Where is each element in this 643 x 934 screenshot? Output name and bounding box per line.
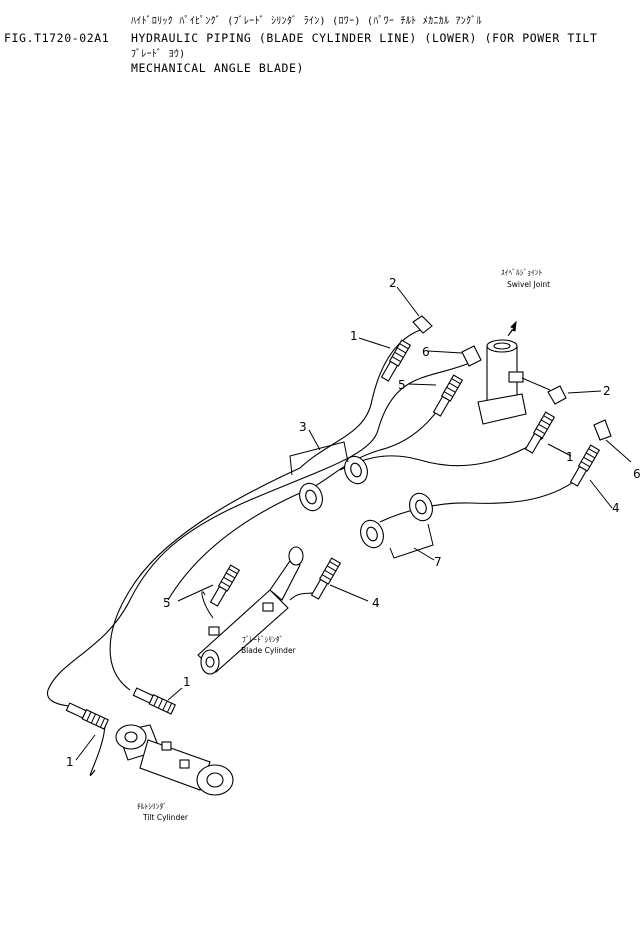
tilt-cylinder-port-1 — [161, 741, 172, 751]
hose-fitting-1-upper — [380, 339, 412, 382]
blade-cylinder-port-rod — [262, 602, 274, 612]
hose-fitting-4-right — [569, 444, 601, 487]
title-english-line-1: HYDRAULIC PIPING (BLADE CYLINDER LINE) (… — [131, 31, 598, 45]
tilt-cylinder — [115, 724, 234, 796]
callout-2-right: 2 — [603, 384, 611, 398]
elbow-6-right — [593, 419, 612, 441]
blade-cylinder-port-head — [208, 626, 220, 636]
callout-1-tilt-upper: 1 — [183, 675, 191, 689]
hose-fitting-5-upper — [432, 374, 464, 417]
component-labels: ｽｲﾍﾞﾙｼﾞｮｲﾝﾄ Swivel Joint ﾌﾞﾚｰﾄﾞｼﾘﾝﾀﾞ Bla… — [137, 268, 550, 822]
hose-right-lower — [379, 472, 586, 523]
callout-4-blade: 4 — [372, 596, 380, 610]
callout-1-tilt-lower: 1 — [66, 755, 74, 769]
tilt-cylinder-barrel — [139, 739, 211, 791]
hose-fitting-4-blade — [310, 557, 342, 600]
hose-swivel-to-tilt-bottom — [46, 361, 473, 707]
leader-lines — [75, 286, 632, 761]
blade-cylinder — [197, 546, 304, 675]
callout-1-right: 1 — [566, 450, 574, 464]
hose-fittings — [65, 339, 601, 730]
title-english-line-2: MECHANICAL ANGLE BLADE) — [131, 61, 305, 75]
hose-tilt-stub — [89, 722, 106, 776]
swivel-joint-base-plate — [477, 393, 527, 425]
hose-fitting-1-tilt-lower — [65, 702, 109, 730]
title-japanese-line-2: ﾌﾞﾚｰﾄﾞ ﾖｳ) — [131, 49, 186, 60]
callout-3: 3 — [299, 420, 307, 434]
swivel-joint-label-en: Swivel Joint — [507, 280, 550, 289]
hose-clamps — [299, 455, 433, 549]
swivel-joint-label-jp: ｽｲﾍﾞﾙｼﾞｮｲﾝﾄ — [501, 268, 542, 277]
callout-6-right: 6 — [633, 467, 641, 481]
elbow-2-right — [547, 385, 567, 405]
blade-cylinder-label-jp: ﾌﾞﾚｰﾄﾞｼﾘﾝﾀﾞ — [242, 635, 283, 644]
hose-fitting-5-blade — [209, 564, 241, 607]
blade-cylinder-rod-eye — [288, 546, 304, 566]
tilt-cylinder-label-jp: ﾁﾙﾄｼﾘﾝﾀﾞ — [137, 802, 167, 811]
callout-7: 7 — [434, 555, 442, 569]
callout-numbers: 1 2 6 5 2 1 6 4 3 7 5 4 1 1 — [66, 276, 641, 769]
hose-fitting-1-tilt-upper — [132, 687, 176, 715]
callout-4-right: 4 — [612, 501, 620, 515]
elbow-6-left — [461, 345, 482, 367]
swivel-joint-arrow — [507, 320, 517, 337]
blade-cylinder-rod — [269, 557, 301, 601]
elbow-fittings — [412, 315, 612, 441]
elbow-2-left — [412, 315, 433, 334]
blade-cylinder-label-en: Blade Cylinder — [241, 646, 297, 655]
title-japanese-line-1: ﾊｲﾄﾞﾛﾘｯｸ ﾊﾟｲﾋﾟﾝｸﾞ (ﾌﾞﾚｰﾄﾞ ｼﾘﾝﾀﾞ ﾗｲﾝ) (ﾛﾜ… — [131, 16, 482, 27]
hose-swivel-to-tilt-top — [109, 329, 421, 691]
hose-fitting-1-right — [524, 411, 556, 454]
figure-number: FIG.T1720-02A1 — [4, 31, 110, 45]
swivel-joint-top-bore — [493, 342, 511, 350]
tilt-cylinder-port-2 — [179, 759, 190, 769]
tilt-cylinder-label-en: Tilt Cylinder — [142, 813, 189, 822]
callout-6-left: 6 — [422, 345, 430, 359]
swivel-joint — [477, 320, 551, 425]
hose-swivel-to-blade-head — [167, 382, 456, 601]
swivel-joint-port — [508, 371, 524, 383]
callout-5-upper: 5 — [398, 378, 406, 392]
hose-blade-stub-5 — [201, 591, 214, 619]
callout-5-blade: 5 — [163, 596, 171, 610]
callout-1-upper-left: 1 — [350, 329, 358, 343]
callout-2-upper: 2 — [389, 276, 397, 290]
swivel-joint-port-line — [521, 377, 551, 391]
